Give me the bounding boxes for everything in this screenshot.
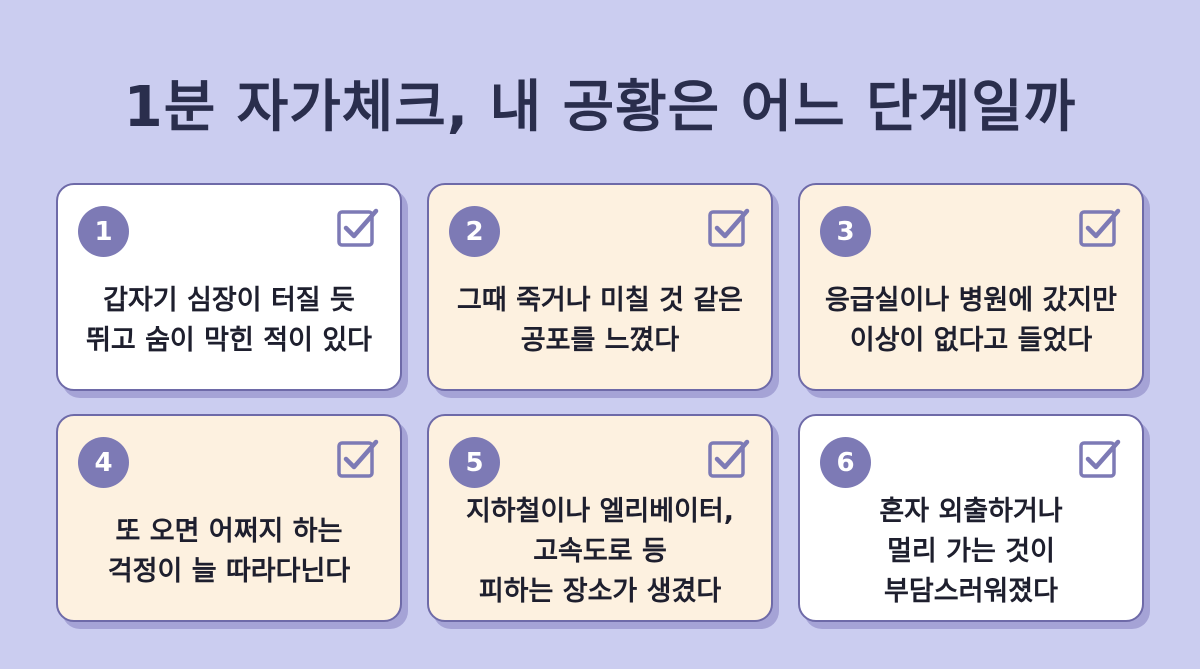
card-number-badge: 4 — [78, 437, 129, 488]
check-card-5: 5 지하철이나 엘리베이터, 고속도로 등 피하는 장소가 생겼다 — [427, 414, 773, 622]
checkbox-checked-icon — [708, 439, 750, 478]
check-card-3: 3 응급실이나 병원에 갔지만 이상이 없다고 들었다 — [798, 183, 1144, 391]
card-number-badge: 2 — [449, 206, 500, 257]
card-number-badge: 3 — [820, 206, 871, 257]
checkbox-checked-icon — [337, 208, 379, 247]
card-text: 혼자 외출하거나 멀리 가는 것이 부담스러워졌다 — [879, 496, 1063, 607]
page-title: 1분 자가체크, 내 공황은 어느 단계일까 — [123, 75, 1077, 140]
checkbox-checked-icon — [708, 208, 750, 247]
card-number-badge: 6 — [820, 437, 871, 488]
checkbox-checked-icon — [1079, 439, 1121, 478]
checkbox-checked-icon — [337, 439, 379, 478]
check-card-1: 1 갑자기 심장이 터질 듯 뛰고 숨이 막힌 적이 있다 — [56, 183, 402, 391]
checkbox-checked-icon — [1079, 208, 1121, 247]
card-number-badge: 5 — [449, 437, 500, 488]
check-card-2: 2 그때 죽거나 미칠 것 같은 공포를 느꼈다 — [427, 183, 773, 391]
card-text: 응급실이나 병원에 갔지만 이상이 없다고 들었다 — [824, 285, 1118, 356]
checklist-grid: 1 갑자기 심장이 터질 듯 뛰고 숨이 막힌 적이 있다 2 그때 죽거나 미… — [56, 183, 1144, 622]
card-text: 지하철이나 엘리베이터, 고속도로 등 피하는 장소가 생겼다 — [465, 496, 735, 607]
check-card-4: 4 또 오면 어쩌지 하는 걱정이 늘 따라다닌다 — [56, 414, 402, 622]
check-card-6: 6 혼자 외출하거나 멀리 가는 것이 부담스러워졌다 — [798, 414, 1144, 622]
card-number-badge: 1 — [78, 206, 129, 257]
card-text: 그때 죽거나 미칠 것 같은 공포를 느꼈다 — [457, 285, 743, 356]
card-text: 또 오면 어쩌지 하는 걱정이 늘 따라다닌다 — [107, 516, 351, 587]
card-text: 갑자기 심장이 터질 듯 뛰고 숨이 막힌 적이 있다 — [86, 285, 372, 356]
